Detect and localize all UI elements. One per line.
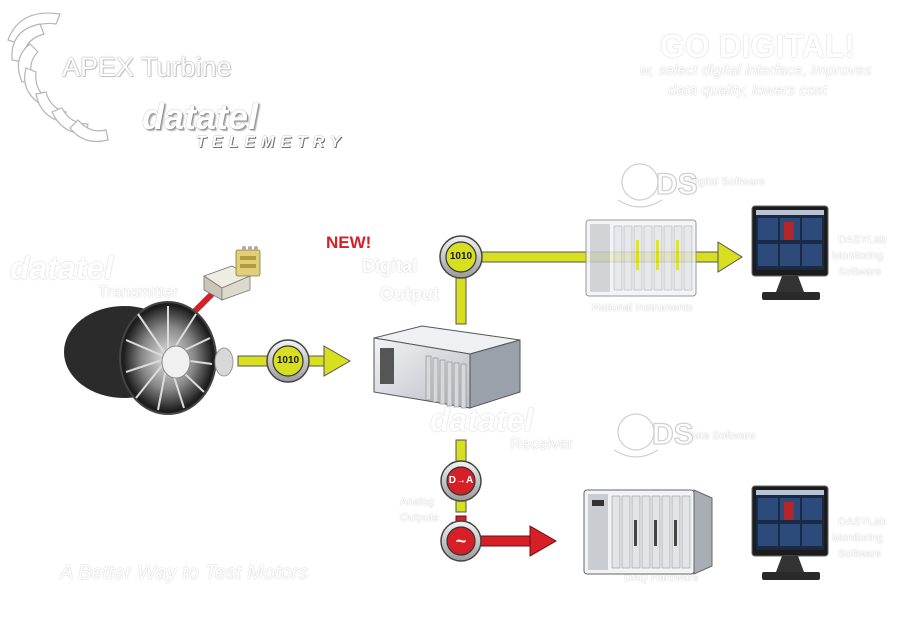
digital-output-label-2: Output	[380, 284, 439, 304]
software-bottom-3: Software	[838, 548, 882, 560]
go-digital-heading: GO DIGITAL!	[660, 28, 855, 64]
ni-chassis-bottom-icon	[583, 489, 713, 575]
datatel-logo: datatel	[142, 96, 259, 137]
ds-bottom-label: Data Software	[686, 430, 756, 442]
ds-top-label: Digital Software	[688, 176, 766, 188]
transmitter-label: Transmitter	[98, 284, 179, 301]
software-bottom-1: DASYLab	[838, 516, 887, 528]
footer-tagline: A Better Way to Test Motors	[60, 562, 309, 584]
transmitter-code-text: 1010	[276, 355, 300, 366]
software-top-2: Monitoring	[832, 250, 884, 262]
transmitter-code-badge-icon	[266, 339, 310, 383]
dac-text: D→A	[448, 475, 474, 486]
turbine-engine-icon	[64, 301, 234, 415]
monitor-top-icon	[751, 205, 829, 300]
monitor-bottom-icon	[751, 485, 829, 580]
ds-bottom-logo-icon: DS	[613, 413, 694, 458]
ds-top-logo-icon: DS	[617, 163, 698, 208]
digital-code-text: 1010	[449, 251, 473, 262]
analog-wave-text: ~	[455, 531, 467, 551]
dac-badge-icon	[440, 460, 482, 502]
tagline-line-1: w, select digital interface, improves	[640, 62, 872, 79]
svg-text:DS: DS	[656, 168, 698, 201]
digital-code-badge-icon	[439, 235, 483, 279]
digital-output-label-1: Digital	[362, 256, 418, 276]
new-badge: NEW!	[326, 233, 372, 252]
software-top-3: Software	[838, 266, 882, 278]
receiver-brand: datatel	[430, 402, 534, 438]
apex-turbine-logo: APEX Turbine	[62, 52, 232, 82]
software-top-1: DASYLab	[838, 234, 887, 246]
ni-bottom-label: DAQ Hardware	[624, 572, 699, 584]
receiver-label: Receiver	[510, 436, 574, 453]
transmitter-module-icon	[203, 246, 261, 301]
ni-top-label: National Instruments	[592, 302, 693, 314]
svg-text:DS: DS	[652, 418, 694, 451]
ni-chassis-top-icon	[585, 219, 697, 297]
analog-label: Analog	[400, 496, 435, 508]
receiver-chassis-icon	[373, 325, 521, 409]
telemetry-logo: TELEMETRY	[196, 134, 347, 151]
transmitter-brand: datatel	[10, 250, 114, 286]
analog-badge-icon	[440, 520, 482, 562]
software-bottom-2: Monitoring	[832, 532, 884, 544]
outputs-label: Outputs	[400, 512, 439, 524]
tagline-line-2: data quality, lowers cost	[668, 82, 827, 99]
